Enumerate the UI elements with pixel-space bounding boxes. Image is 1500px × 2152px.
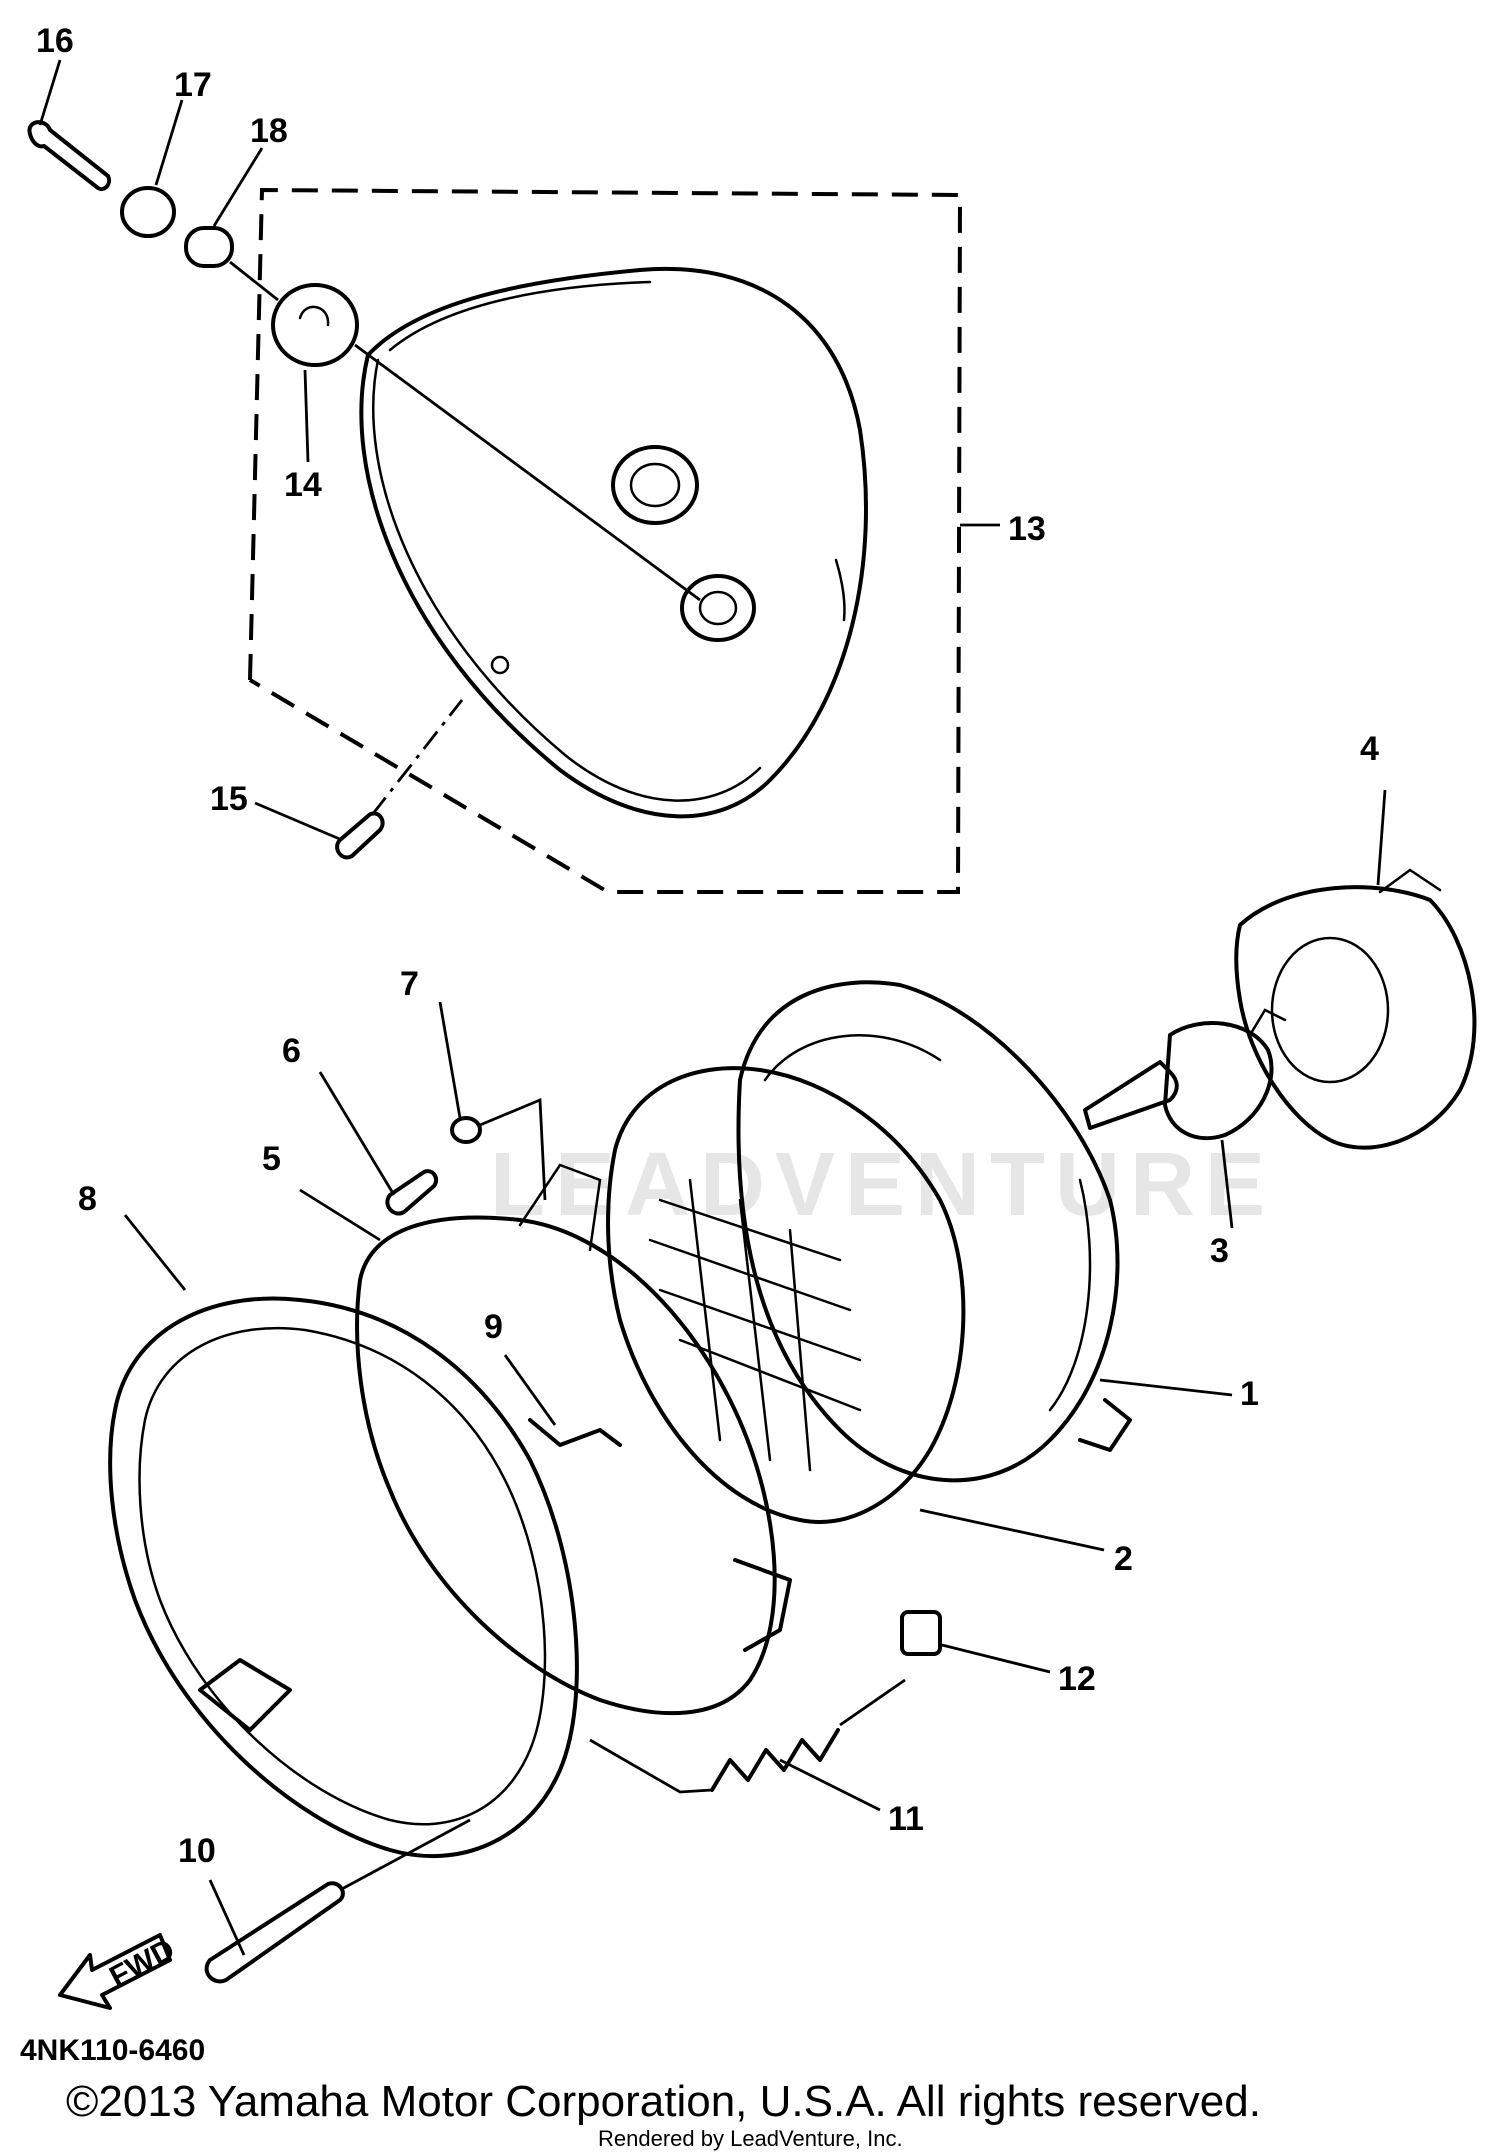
callout-9: 9 xyxy=(484,1308,503,1346)
clip-part-9 xyxy=(528,1418,622,1447)
rim-inner-edge xyxy=(138,1326,547,1826)
screw-part-6 xyxy=(385,1169,439,1216)
case-mount-tab xyxy=(518,1163,602,1252)
reflector-rim-top xyxy=(763,1034,942,1082)
washer-part-17 xyxy=(120,186,176,238)
callout-17: 17 xyxy=(174,66,212,104)
callout-1: 1 xyxy=(1240,1375,1259,1413)
nut-part-12 xyxy=(900,1610,942,1656)
headlight-case-part-5 xyxy=(355,1215,777,1716)
housing-side-slot xyxy=(834,558,846,622)
case-bottom-tab xyxy=(733,1558,792,1652)
callout-7: 7 xyxy=(400,965,419,1003)
headlight-rim-part-8 xyxy=(108,1296,579,1859)
headlight-housing-group xyxy=(27,120,963,894)
callout-5: 5 xyxy=(262,1140,281,1178)
housing-group-dashed-box xyxy=(248,187,963,894)
callout-15: 15 xyxy=(210,780,248,818)
callout-13: 13 xyxy=(1008,510,1046,548)
collar-axis-line xyxy=(229,260,279,302)
spring-axis-line xyxy=(839,1678,906,1727)
housing-mount-hole-inner xyxy=(698,590,738,626)
collar-part-18 xyxy=(184,226,234,268)
screw-part-15 xyxy=(335,811,385,860)
callout-10: 10 xyxy=(178,1832,216,1870)
housing-cable-hole-inner xyxy=(629,462,681,508)
rim-bracket xyxy=(198,1658,292,1732)
screw-15-axis-line xyxy=(370,699,464,816)
callout-2: 2 xyxy=(1114,1540,1133,1578)
bulb-glass xyxy=(1083,1060,1179,1130)
socket-cover-tab xyxy=(1378,868,1442,894)
housing-screw-hole xyxy=(490,655,510,675)
headlight-housing-shell xyxy=(359,266,868,819)
callout-4: 4 xyxy=(1360,730,1379,768)
bolt-part-16 xyxy=(27,120,111,191)
grommet-inner xyxy=(298,305,330,327)
reflector-mount-tab xyxy=(1078,1398,1132,1452)
callout-8: 8 xyxy=(78,1180,97,1218)
watermark-text: LEADVENTURE xyxy=(490,1135,1275,1235)
screw-part-10 xyxy=(204,1881,345,1984)
socket-cover-part-4 xyxy=(1234,885,1477,1150)
reflector-rim-side xyxy=(1048,1178,1092,1412)
leader-lines xyxy=(38,59,1387,1956)
spring-part-11 xyxy=(710,1728,840,1792)
housing-cable-hole xyxy=(611,445,699,525)
callout-14: 14 xyxy=(284,466,322,504)
callout-12: 12 xyxy=(1058,1660,1096,1698)
copyright-text: ©2013 Yamaha Motor Corporation, U.S.A. A… xyxy=(66,2077,1261,2126)
part-code: 4NK110-6460 xyxy=(20,2034,205,2067)
callout-18: 18 xyxy=(250,112,288,150)
callout-3: 3 xyxy=(1210,1232,1229,1270)
forward-direction-arrow: FWD xyxy=(58,1933,180,2010)
socket-cover-inner xyxy=(1270,936,1390,1084)
housing-rim-top xyxy=(388,280,652,352)
lens-pattern xyxy=(648,1178,862,1472)
housing-mount-hole xyxy=(680,574,756,642)
socket-and-bulb-group xyxy=(1083,868,1477,1150)
spring-guide-line xyxy=(589,1738,713,1794)
grommet-axis-line xyxy=(354,343,701,602)
lens-part-2 xyxy=(606,1066,966,1524)
bulb-base-part-3 xyxy=(1163,1021,1274,1141)
bulb-terminals xyxy=(1248,1008,1287,1037)
callout-6: 6 xyxy=(282,1032,301,1070)
reflector-part-1 xyxy=(736,980,1120,1483)
nut-7-guide-line xyxy=(479,1097,547,1201)
callout-11: 11 xyxy=(888,1800,924,1838)
housing-rim xyxy=(371,358,762,802)
grommet-part-14 xyxy=(271,283,359,367)
screw-10-axis-line xyxy=(339,1818,471,1892)
rendered-by-text: Rendered by LeadVenture, Inc. xyxy=(598,2126,903,2151)
callout-16: 16 xyxy=(36,22,74,60)
fwd-arrow-shape xyxy=(58,1933,172,2010)
headlight-unit-group xyxy=(108,980,1132,1984)
nut-part-7 xyxy=(450,1116,482,1144)
callout-numbers: 1 2 3 4 5 6 7 8 9 10 11 12 13 14 15 16 1… xyxy=(36,22,1379,1870)
